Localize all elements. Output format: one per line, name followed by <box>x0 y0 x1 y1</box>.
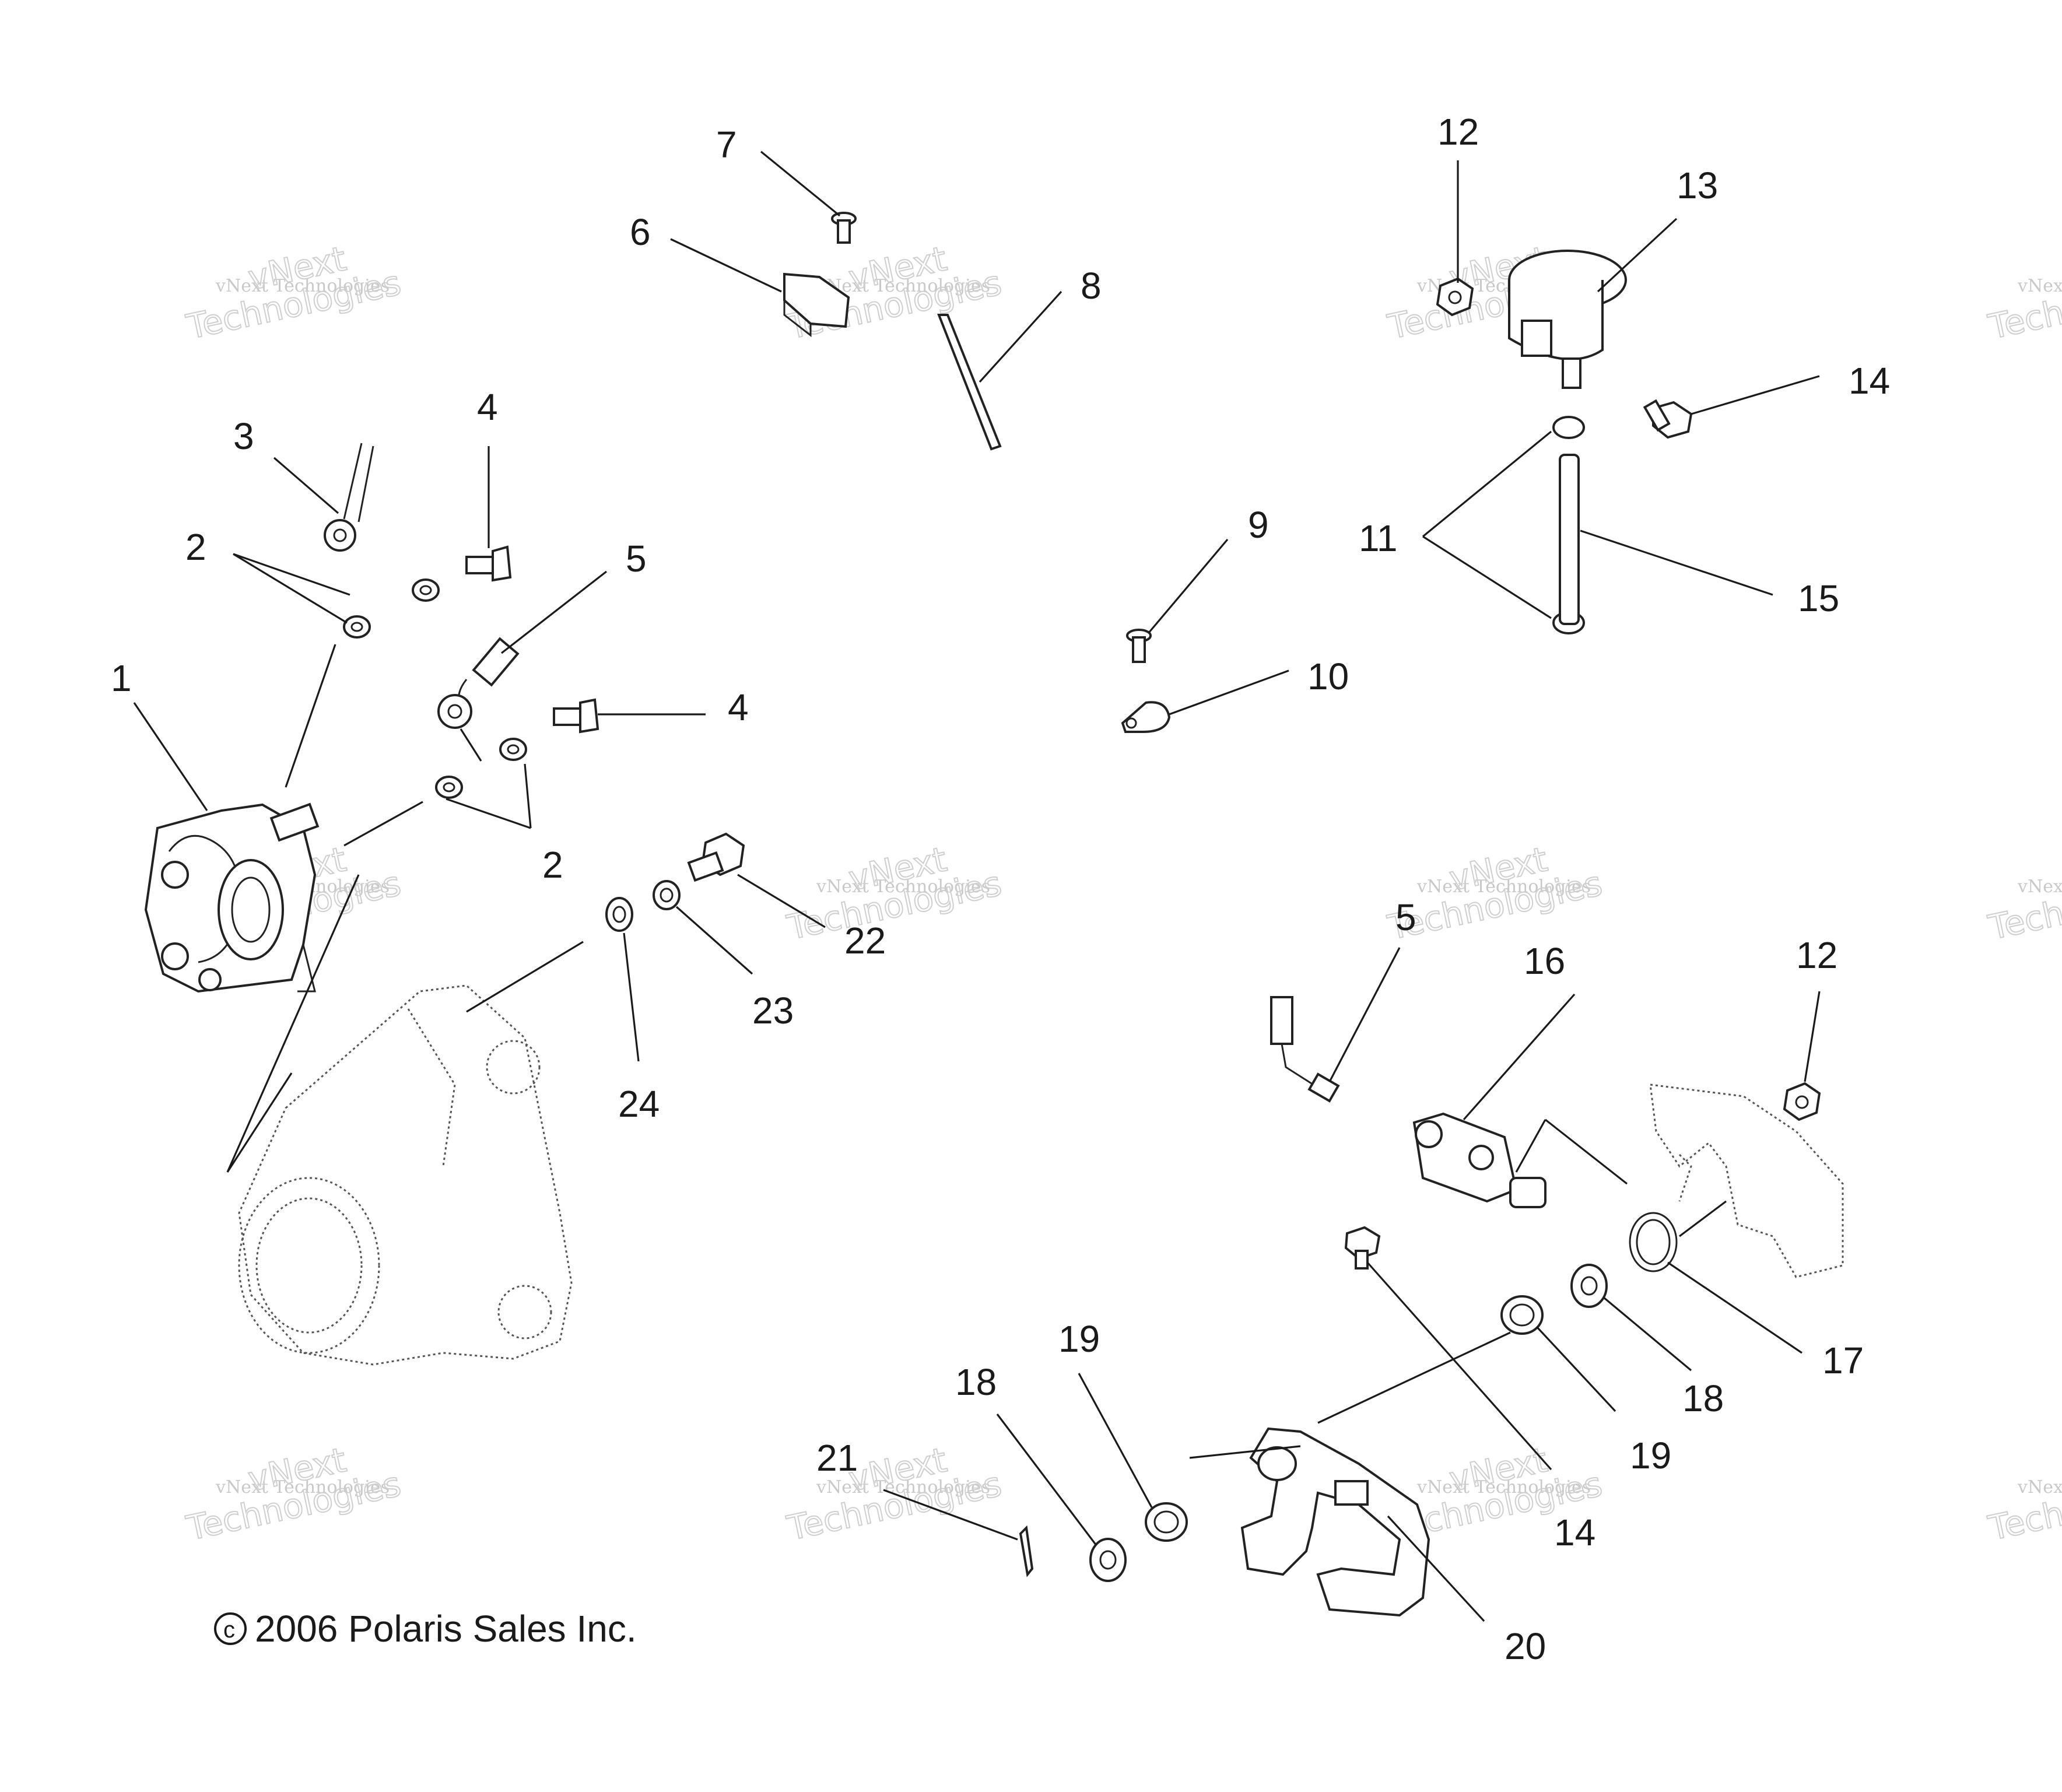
svg-text:vNext Technologies: vNext Technologies <box>816 1477 990 1498</box>
callout-19: 19 <box>1058 1318 1100 1360</box>
part-6-bracket <box>783 272 850 338</box>
part-3-banjo <box>324 443 374 552</box>
copyright-symbol: c <box>223 1617 235 1643</box>
part-1-caliper <box>144 802 320 993</box>
part-5-fitting <box>1270 996 1340 1103</box>
svg-text:vNext Technologies: vNext Technologies <box>2017 276 2062 296</box>
part-4-bolt <box>465 545 512 582</box>
watermark: vNext Technologies Technologies <box>1984 1464 2062 1549</box>
svg-text:vNext Technologies: vNext Technologies <box>215 276 390 296</box>
callout-1: 1 <box>111 657 132 699</box>
callout-4: 4 <box>477 386 498 428</box>
part-2-washers <box>343 578 527 799</box>
part-8-rod <box>937 314 1002 451</box>
part-5-fitting <box>437 637 520 729</box>
ghost-bracket <box>1649 1083 1844 1278</box>
callout-12: 12 <box>1437 111 1479 153</box>
callout-14: 14 <box>1554 1512 1595 1553</box>
part-21-cotter-pin <box>1019 1525 1034 1577</box>
ghost-hub <box>238 984 573 1366</box>
part-11-clamp <box>1552 416 1585 439</box>
part-14-bolt <box>1643 399 1693 439</box>
watermark: vNext Technologies Technologies <box>1984 863 2062 948</box>
callout-18: 18 <box>1682 1377 1724 1419</box>
callout-13: 13 <box>1677 164 1718 206</box>
callout-20: 20 <box>1505 1625 1546 1667</box>
part-22-bolt <box>687 832 745 882</box>
callout-2: 2 <box>185 526 206 568</box>
callout-16: 16 <box>1524 940 1565 982</box>
watermark: vNext Technologies Technologies vNext <box>183 238 405 348</box>
part-4-bolt <box>553 698 599 734</box>
part-17-spring-clip <box>1629 1212 1678 1272</box>
callout-17: 17 <box>1822 1339 1864 1381</box>
callout-23: 23 <box>752 990 794 1032</box>
part-14-bolt <box>1344 1226 1381 1270</box>
part-18-washer <box>1570 1264 1608 1308</box>
part-7-screw <box>831 212 857 244</box>
callout-9: 9 <box>1248 504 1269 546</box>
watermark: vNext Technologies Technologies vNext <box>1384 839 1607 948</box>
copyright-notice: c 2006 Polaris Sales Inc. <box>214 1608 637 1650</box>
part-18-washer <box>1089 1538 1127 1582</box>
svg-text:vNext Technologies: vNext Technologies <box>2017 876 2062 897</box>
callout-21: 21 <box>816 1437 858 1479</box>
callout-18: 18 <box>955 1361 997 1403</box>
watermarks: vNext Technologies Technologies vNext vN… <box>183 238 2062 1549</box>
part-16-master-cylinder <box>1412 1112 1546 1208</box>
part-23-washer <box>653 880 681 910</box>
part-10-clip <box>1121 701 1171 733</box>
svg-text:vNext Technologies: vNext Technologies <box>816 276 990 296</box>
watermark: vNext Technologies Technologies <box>1984 262 2062 348</box>
part-19-bushing <box>1145 1502 1188 1542</box>
callout-24: 24 <box>618 1083 660 1125</box>
part-15-hose <box>1559 454 1580 625</box>
callout-14: 14 <box>1849 360 1890 402</box>
callout-5: 5 <box>626 538 647 580</box>
part-12-nut <box>1436 277 1474 317</box>
watermark: vNext Technologies Technologies vNext <box>183 1439 405 1549</box>
svg-text:vNext Technologies: vNext Technologies <box>215 1477 390 1498</box>
callout-10: 10 <box>1307 655 1349 697</box>
callout-19: 19 <box>1630 1435 1671 1477</box>
svg-text:vNext Technologies: vNext Technologies <box>816 876 990 897</box>
copyright-text: 2006 Polaris Sales Inc. <box>255 1608 637 1650</box>
callout-6: 6 <box>630 211 651 253</box>
callout-7: 7 <box>716 124 737 166</box>
part-9-screw <box>1126 629 1152 663</box>
part-13-reservoir <box>1508 250 1627 389</box>
part-12-nut <box>1783 1082 1821 1121</box>
callout-2: 2 <box>542 844 563 886</box>
part-19-bushing <box>1500 1295 1544 1335</box>
callout-3: 3 <box>233 415 254 457</box>
svg-text:vNext Technologies: vNext Technologies <box>1416 1477 1591 1498</box>
svg-text:vNext Technologies: vNext Technologies <box>1416 876 1591 897</box>
callout-4: 4 <box>728 686 749 728</box>
callout-numbers: 1 2 2 3 4 4 5 5 6 7 8 9 10 11 12 12 13 1… <box>111 111 1890 1667</box>
part-20-pedal <box>1240 1427 1430 1617</box>
callout-8: 8 <box>1081 265 1102 307</box>
svg-text:vNext Technologies: vNext Technologies <box>2017 1477 2062 1498</box>
callout-11: 11 <box>1359 517 1397 559</box>
leader-lines <box>133 150 1821 1622</box>
copyright-circle-icon <box>214 1612 247 1645</box>
watermark: vNext Technologies Technologies vNext <box>783 839 1006 948</box>
callout-22: 22 <box>844 920 886 962</box>
callout-5: 5 <box>1395 896 1416 938</box>
callout-15: 15 <box>1798 577 1839 619</box>
callout-12: 12 <box>1796 934 1837 976</box>
part-24-washer <box>605 897 633 932</box>
